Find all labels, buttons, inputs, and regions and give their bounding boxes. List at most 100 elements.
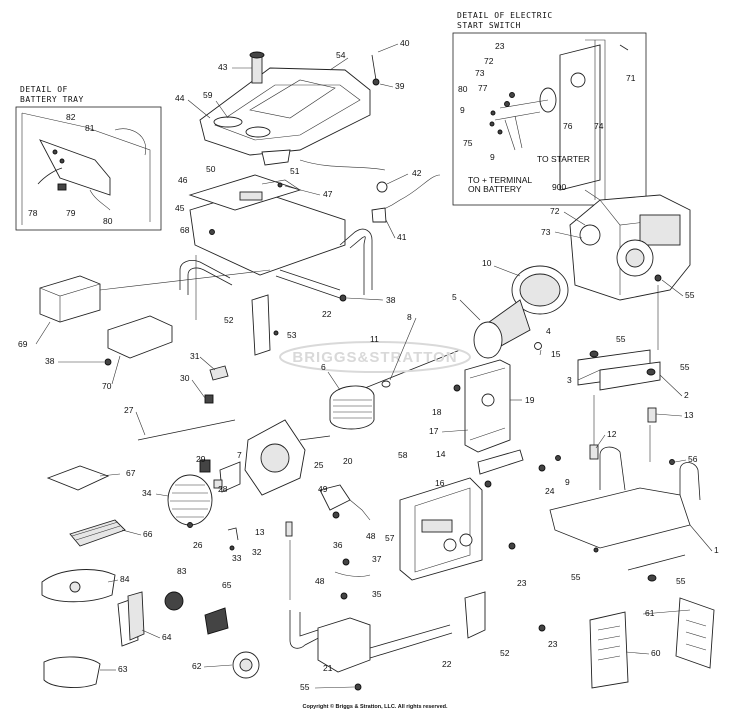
fan-inner — [519, 273, 561, 307]
screw-23 — [508, 542, 516, 550]
fuel-clamp-47 — [277, 182, 283, 188]
tank-grommet-39 — [372, 78, 380, 86]
callout-46: 46 — [178, 175, 188, 185]
callout-6: 6 — [321, 362, 326, 372]
lower-left-leg — [289, 610, 331, 649]
bolt-16 — [484, 480, 492, 488]
battery-edges — [39, 283, 101, 322]
battery-wire-78 — [37, 167, 63, 185]
callout-55-base-right: 55 — [680, 362, 690, 372]
leader-15 — [539, 349, 542, 356]
callout-3: 3 — [567, 375, 572, 385]
rotor-end — [473, 321, 503, 359]
leader-900 — [584, 189, 601, 201]
callout-11: 11 — [370, 334, 379, 344]
engine-nut-55 — [654, 274, 662, 282]
stud-27 — [137, 419, 236, 441]
callout-7: 7 — [237, 450, 242, 460]
leader-27 — [135, 411, 146, 436]
panel-base-assembly — [188, 159, 441, 276]
manual-60-lines — [597, 625, 621, 661]
leader-10 — [493, 265, 521, 277]
callout-55-base-top: 55 — [616, 334, 626, 344]
battery-69 — [39, 275, 101, 323]
leader-2 — [659, 374, 683, 397]
isolator-13 — [285, 521, 293, 537]
electric-start-detail: DETAIL OF ELECTRIC START SWITCH TO START… — [452, 11, 647, 206]
leader-40 — [377, 43, 399, 53]
callout-21: 21 — [323, 663, 333, 673]
upper-frame-left-leg — [179, 260, 231, 290]
engine-starter — [579, 224, 601, 246]
leader-62 — [203, 664, 233, 668]
nut-55-right — [646, 368, 656, 376]
battery-tray-70 — [107, 315, 173, 359]
battery-tray-title-1: DETAIL OF — [20, 85, 68, 94]
callout-37: 37 — [372, 554, 382, 564]
callout-14: 14 — [436, 449, 446, 459]
engine-hub — [625, 248, 645, 268]
battery-tray-frame-lines — [21, 112, 151, 225]
callout-38-battery: 38 — [45, 356, 55, 366]
fuel-tank-opening — [245, 126, 271, 138]
electric-start-nut-80 — [490, 110, 496, 116]
leader-55-engine — [661, 279, 684, 297]
bracket-screw-53 — [273, 330, 279, 336]
bracket-14 — [477, 449, 524, 475]
battery-leader — [99, 269, 271, 291]
callout-30: 30 — [180, 373, 190, 383]
callout-38-frame: 38 — [386, 295, 396, 305]
callout-13-mid: 13 — [255, 527, 265, 537]
leader-1 — [689, 524, 713, 552]
to-battery-label-1: TO + TERMINAL — [468, 175, 532, 185]
callout-22-bottom: 22 — [442, 659, 452, 669]
screw-26 — [187, 522, 193, 528]
callout-1: 1 — [714, 545, 719, 555]
callout-49: 49 — [318, 484, 328, 494]
callout-55-frame-left: 55 — [571, 572, 581, 582]
filter-66-pleats — [71, 521, 121, 541]
callout-32: 32 — [252, 547, 262, 557]
electric-start-detail-frame — [452, 32, 647, 206]
brand-watermark: BRIGGS&STRATTON — [279, 341, 471, 373]
leader-47 — [284, 185, 321, 196]
battery-wire-80 — [89, 189, 111, 211]
electric-start-frame-rail — [585, 39, 606, 200]
plug-65 — [204, 607, 229, 635]
callout-2: 2 — [684, 390, 689, 400]
electric-start-title-1: DETAIL OF ELECTRIC — [457, 11, 553, 20]
callout-35: 35 — [372, 589, 382, 599]
wheel-kit-part — [69, 581, 81, 593]
callout-40: 40 — [400, 38, 410, 48]
leader-13 — [655, 413, 683, 417]
lower-frame-1 — [549, 487, 691, 549]
leader-72 — [563, 211, 586, 226]
leader-34 — [155, 493, 169, 497]
callout-68: 68 — [180, 225, 190, 235]
bracket-52-top — [251, 294, 279, 356]
copyright-notice: Copyright © Briggs & Stratton, LLC. All … — [302, 703, 448, 710]
stator-windings — [333, 399, 372, 419]
callout-61: 61 — [645, 608, 655, 618]
fuel-cap-top — [249, 51, 265, 59]
callout-16: 16 — [435, 478, 445, 488]
callout-59: 59 — [203, 90, 213, 100]
upper-frame-right-leg — [339, 228, 373, 290]
callout-62: 62 — [192, 661, 202, 671]
manual-60 — [589, 611, 629, 689]
leader-31 — [199, 356, 216, 371]
endcap-34 — [167, 474, 213, 526]
callout-15: 15 — [551, 349, 561, 359]
fuel-tank-top-ridge — [214, 84, 361, 141]
callout-17: 17 — [429, 426, 439, 436]
washer-35 — [340, 592, 348, 600]
callout-67: 67 — [126, 468, 136, 478]
callout-75: 75 — [463, 138, 473, 148]
battery-screw-81 — [59, 158, 65, 164]
accessories — [41, 465, 715, 689]
callout-22-top: 22 — [322, 309, 332, 319]
leader-5 — [459, 299, 481, 321]
nut-55-lower — [593, 547, 599, 553]
decal-50 — [239, 191, 263, 201]
ground-nut-36 — [332, 511, 340, 519]
